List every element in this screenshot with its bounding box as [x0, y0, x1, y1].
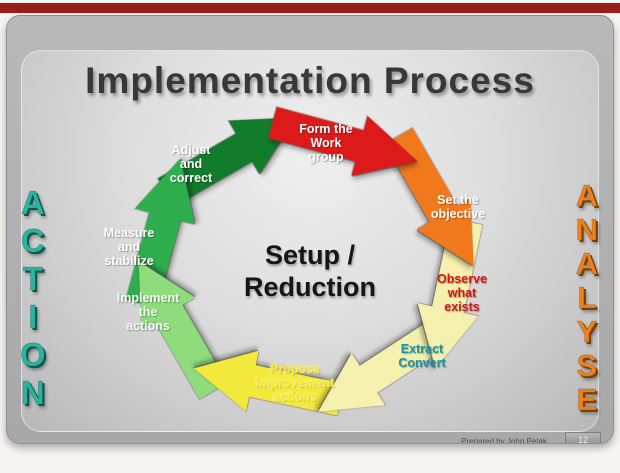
vertical-letter: L — [577, 280, 597, 315]
vertical-letter: A — [575, 178, 598, 213]
vertical-letter: C — [20, 222, 45, 260]
process-step-label-4: Extract Convert — [398, 342, 446, 370]
process-step-label-8: Adjust and correct — [169, 143, 213, 185]
slide-background: Implementation Process A C T I O N A N A… — [6, 15, 614, 444]
cycle-center-label: Setup / Reduction — [244, 240, 376, 302]
page-number-badge: 12 — [565, 432, 601, 443]
vertical-letter: A — [20, 184, 45, 222]
process-step-label-2: Set the objective — [430, 193, 486, 221]
slide-title: Implementation Process — [85, 60, 535, 101]
footer-credit: Prepared by John Petak — [461, 437, 547, 444]
slide-inner-panel — [21, 50, 599, 432]
top-red-bar — [0, 3, 620, 13]
vertical-letter: I — [28, 298, 38, 336]
vertical-letter: A — [575, 246, 598, 281]
vertical-letter: T — [22, 260, 43, 298]
vertical-word-analyse: A N A L Y S E — [575, 178, 598, 417]
vertical-letter: E — [576, 382, 598, 417]
process-step-label-1: Form the Work group — [299, 122, 353, 164]
vertical-letter: N — [575, 212, 598, 247]
vertical-letter: Y — [576, 314, 598, 349]
vertical-letter: N — [20, 374, 45, 412]
process-cycle-diagram: Form the Work group Set the objective Ob… — [7, 16, 613, 443]
process-step-label-5: Propose improvement actions — [255, 362, 335, 404]
vertical-letter: S — [576, 348, 598, 383]
process-step-label-7: Measure and stabilize — [103, 226, 155, 268]
process-step-label-3: Observe what exists — [436, 272, 488, 314]
vertical-word-action: A C T I O N — [20, 184, 46, 412]
process-step-label-6: Implement the actions — [116, 291, 180, 333]
vertical-letter: O — [20, 336, 46, 374]
